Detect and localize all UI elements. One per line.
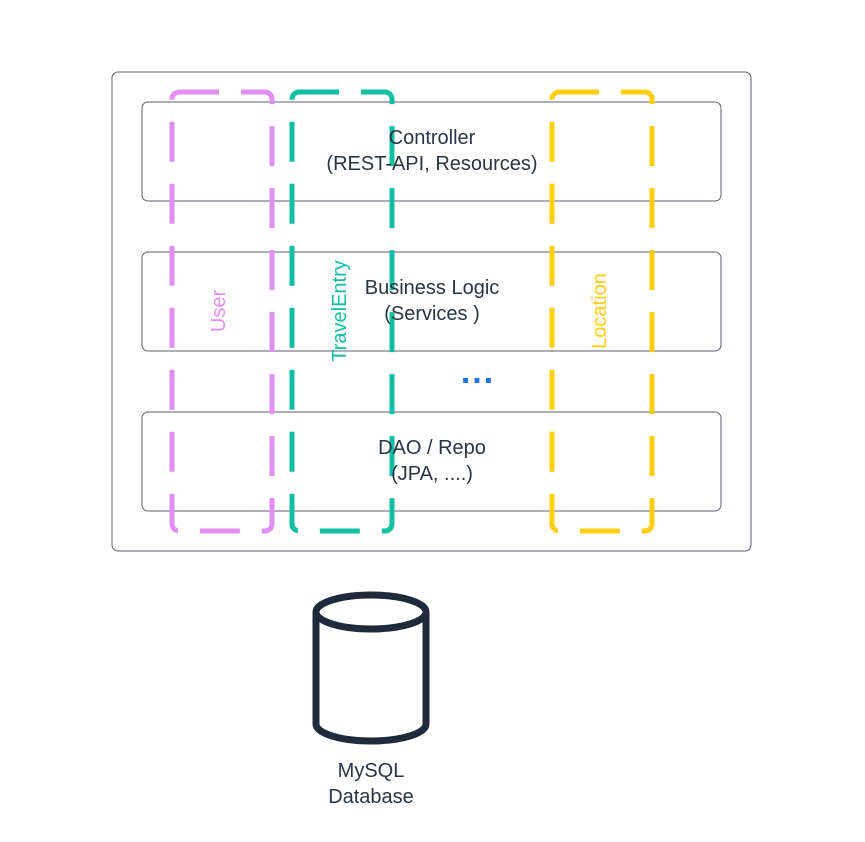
layer-box-dao — [141, 411, 722, 512]
layer-title-controller: Controller — [389, 127, 476, 149]
more-domains-ellipsis: ... — [461, 353, 495, 391]
layer-box-controller — [141, 101, 722, 202]
domain-column-location — [549, 89, 655, 534]
layer-box-business-logic — [141, 251, 722, 352]
database-icon — [312, 591, 430, 745]
layer-subtitle-controller: (REST-API, Resources) — [326, 153, 537, 175]
layer-subtitle-business-logic: (Services ) — [384, 303, 480, 325]
domain-label-location: Location — [589, 273, 611, 349]
layer-subtitle-dao: (JPA, ....) — [391, 463, 473, 485]
domain-label-travelentry: TravelEntry — [329, 260, 351, 362]
database-cylinder-body — [312, 612, 430, 745]
layer-title-dao: DAO / Repo — [378, 437, 486, 459]
domain-column-travelentry — [289, 89, 395, 534]
database-cylinder-top — [312, 591, 430, 633]
layer-title-business-logic: Business Logic — [365, 277, 500, 299]
domain-column-user — [169, 89, 275, 534]
database-label-line1: MySQL — [338, 760, 405, 782]
domain-label-user: User — [208, 290, 230, 333]
database-label-line2: Database — [328, 786, 414, 808]
